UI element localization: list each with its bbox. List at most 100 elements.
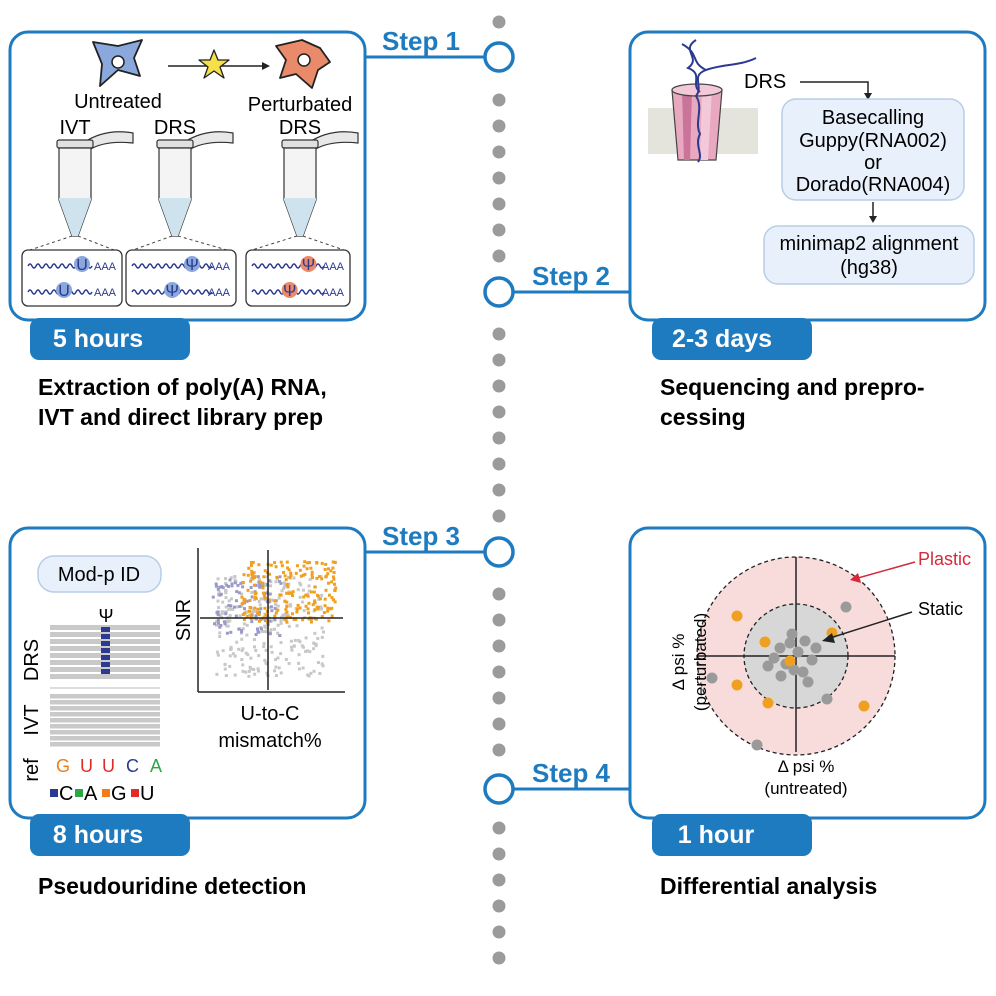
scatter-point-orange [294,571,298,575]
scatter-point-orange [246,573,250,577]
scatter-point-gray [223,577,227,581]
scatter-point-gray [265,575,269,579]
tubes-group [29,131,359,251]
scatter-point-gray [221,649,225,653]
step-2-label: Step 2 [532,261,610,291]
scatter-point-gray [298,581,302,585]
scatter-point-orange [315,605,319,609]
scatter-point-gray [224,591,228,595]
delta-point-orange [759,636,771,648]
scatter-point-purple [268,619,272,623]
scatter-point-gray [265,661,269,665]
zoom-line [77,235,115,251]
tube-rim [156,139,194,149]
scatter-point-orange [243,599,247,603]
scatter-point-orange [247,566,251,570]
zoom-line [177,235,228,251]
scatter-point-gray [229,647,233,651]
scatter-point-gray [215,623,219,627]
scatter-point-orange [298,606,302,610]
scatter-point-gray [223,589,227,593]
scatter-point-purple [250,620,254,624]
scatter-point-gray [317,597,321,601]
scatter-point-orange [306,561,310,565]
scatter-point-gray [233,578,237,582]
scatter-point-purple [240,630,244,634]
scatter-point-orange [315,560,319,564]
scatter-point-gray [215,620,219,624]
scatter-point-gray [229,607,233,611]
scatter-point-gray [270,619,274,623]
scatter-point-orange [333,560,337,564]
scatter-point-orange [316,607,320,611]
scatter-point-orange [251,560,255,564]
scatter-point-gray [320,607,324,611]
scatter-point-purple [268,632,272,636]
scatter-point-gray [279,641,283,645]
scatter-point-gray [224,674,228,678]
scatter-point-orange [264,613,268,617]
scatter-point-orange [307,561,311,565]
zoom-line [302,235,345,251]
scatter-point-orange [296,603,300,607]
read-pileup [50,625,160,747]
delta-psi-points [706,601,870,751]
scatter-point-orange [326,606,330,610]
timeline-dot [492,93,506,107]
tube-cap [307,131,359,151]
scatter-point-orange [306,594,310,598]
scatter-point-purple [233,581,237,585]
zoom-line [251,235,298,251]
tube-label-drs-1: DRS [154,117,196,139]
perturbated-cell-icon [275,39,331,89]
scatter-point-orange [323,597,327,601]
scatter-point-purple [278,575,282,579]
scatter-point-gray [265,671,269,675]
scatter-point-purple [261,584,265,588]
scatter-point-gray [308,577,312,581]
step-4-label: Step 4 [532,758,611,788]
scatter-point-gray [274,580,278,584]
caption-step-1-line-2: IVT and direct library prep [38,404,323,430]
psi-mismatch-mark [101,662,110,667]
scatter-point-orange [324,575,328,579]
delta-point-gray [762,660,774,672]
scatter-point-orange [318,597,322,601]
scatter-point-purple [232,605,236,609]
scatter-point-orange [269,563,273,567]
scatter-point-gray [244,670,248,674]
scatter-point-orange [292,617,296,621]
scatter-point-orange [309,590,313,594]
scatter-point-gray [274,665,278,669]
scatter-point-gray [263,658,267,662]
scatter-point-orange [291,590,295,594]
scatter-point-orange [253,592,257,596]
scatter-point-purple [230,582,234,586]
scatter-point-gray [249,577,253,581]
step-1-marker: Step 1 [365,26,515,73]
scatter-point-gray [300,644,304,648]
scatter-point-orange [240,602,244,606]
scatter-point-gray [228,664,232,668]
ylabel-line-1: Δ psi % [669,634,688,691]
scatter-point-gray [286,575,290,579]
scatter-point-orange [313,585,317,589]
badge-step-1 [30,318,190,360]
scatter-point-orange [307,617,311,621]
delta-point-gray [768,652,780,664]
delta-point-gray [810,642,822,654]
scatter-point-gray [256,584,260,588]
scatter-point-purple [228,578,232,582]
legend-g: G [111,783,127,805]
scatter-point-purple [254,614,258,618]
scatter-point-orange [333,589,337,593]
drs-label-step-3: DRS [21,639,43,681]
scatter-point-orange [324,562,328,566]
scatter-point-orange [246,588,250,592]
scatter-point-orange [294,617,298,621]
tube-icon [29,131,134,251]
scatter-point-orange [249,614,253,618]
scatter-point-orange [256,607,260,611]
untreated-cell-icon [92,39,143,87]
timeline-dot [492,873,506,887]
